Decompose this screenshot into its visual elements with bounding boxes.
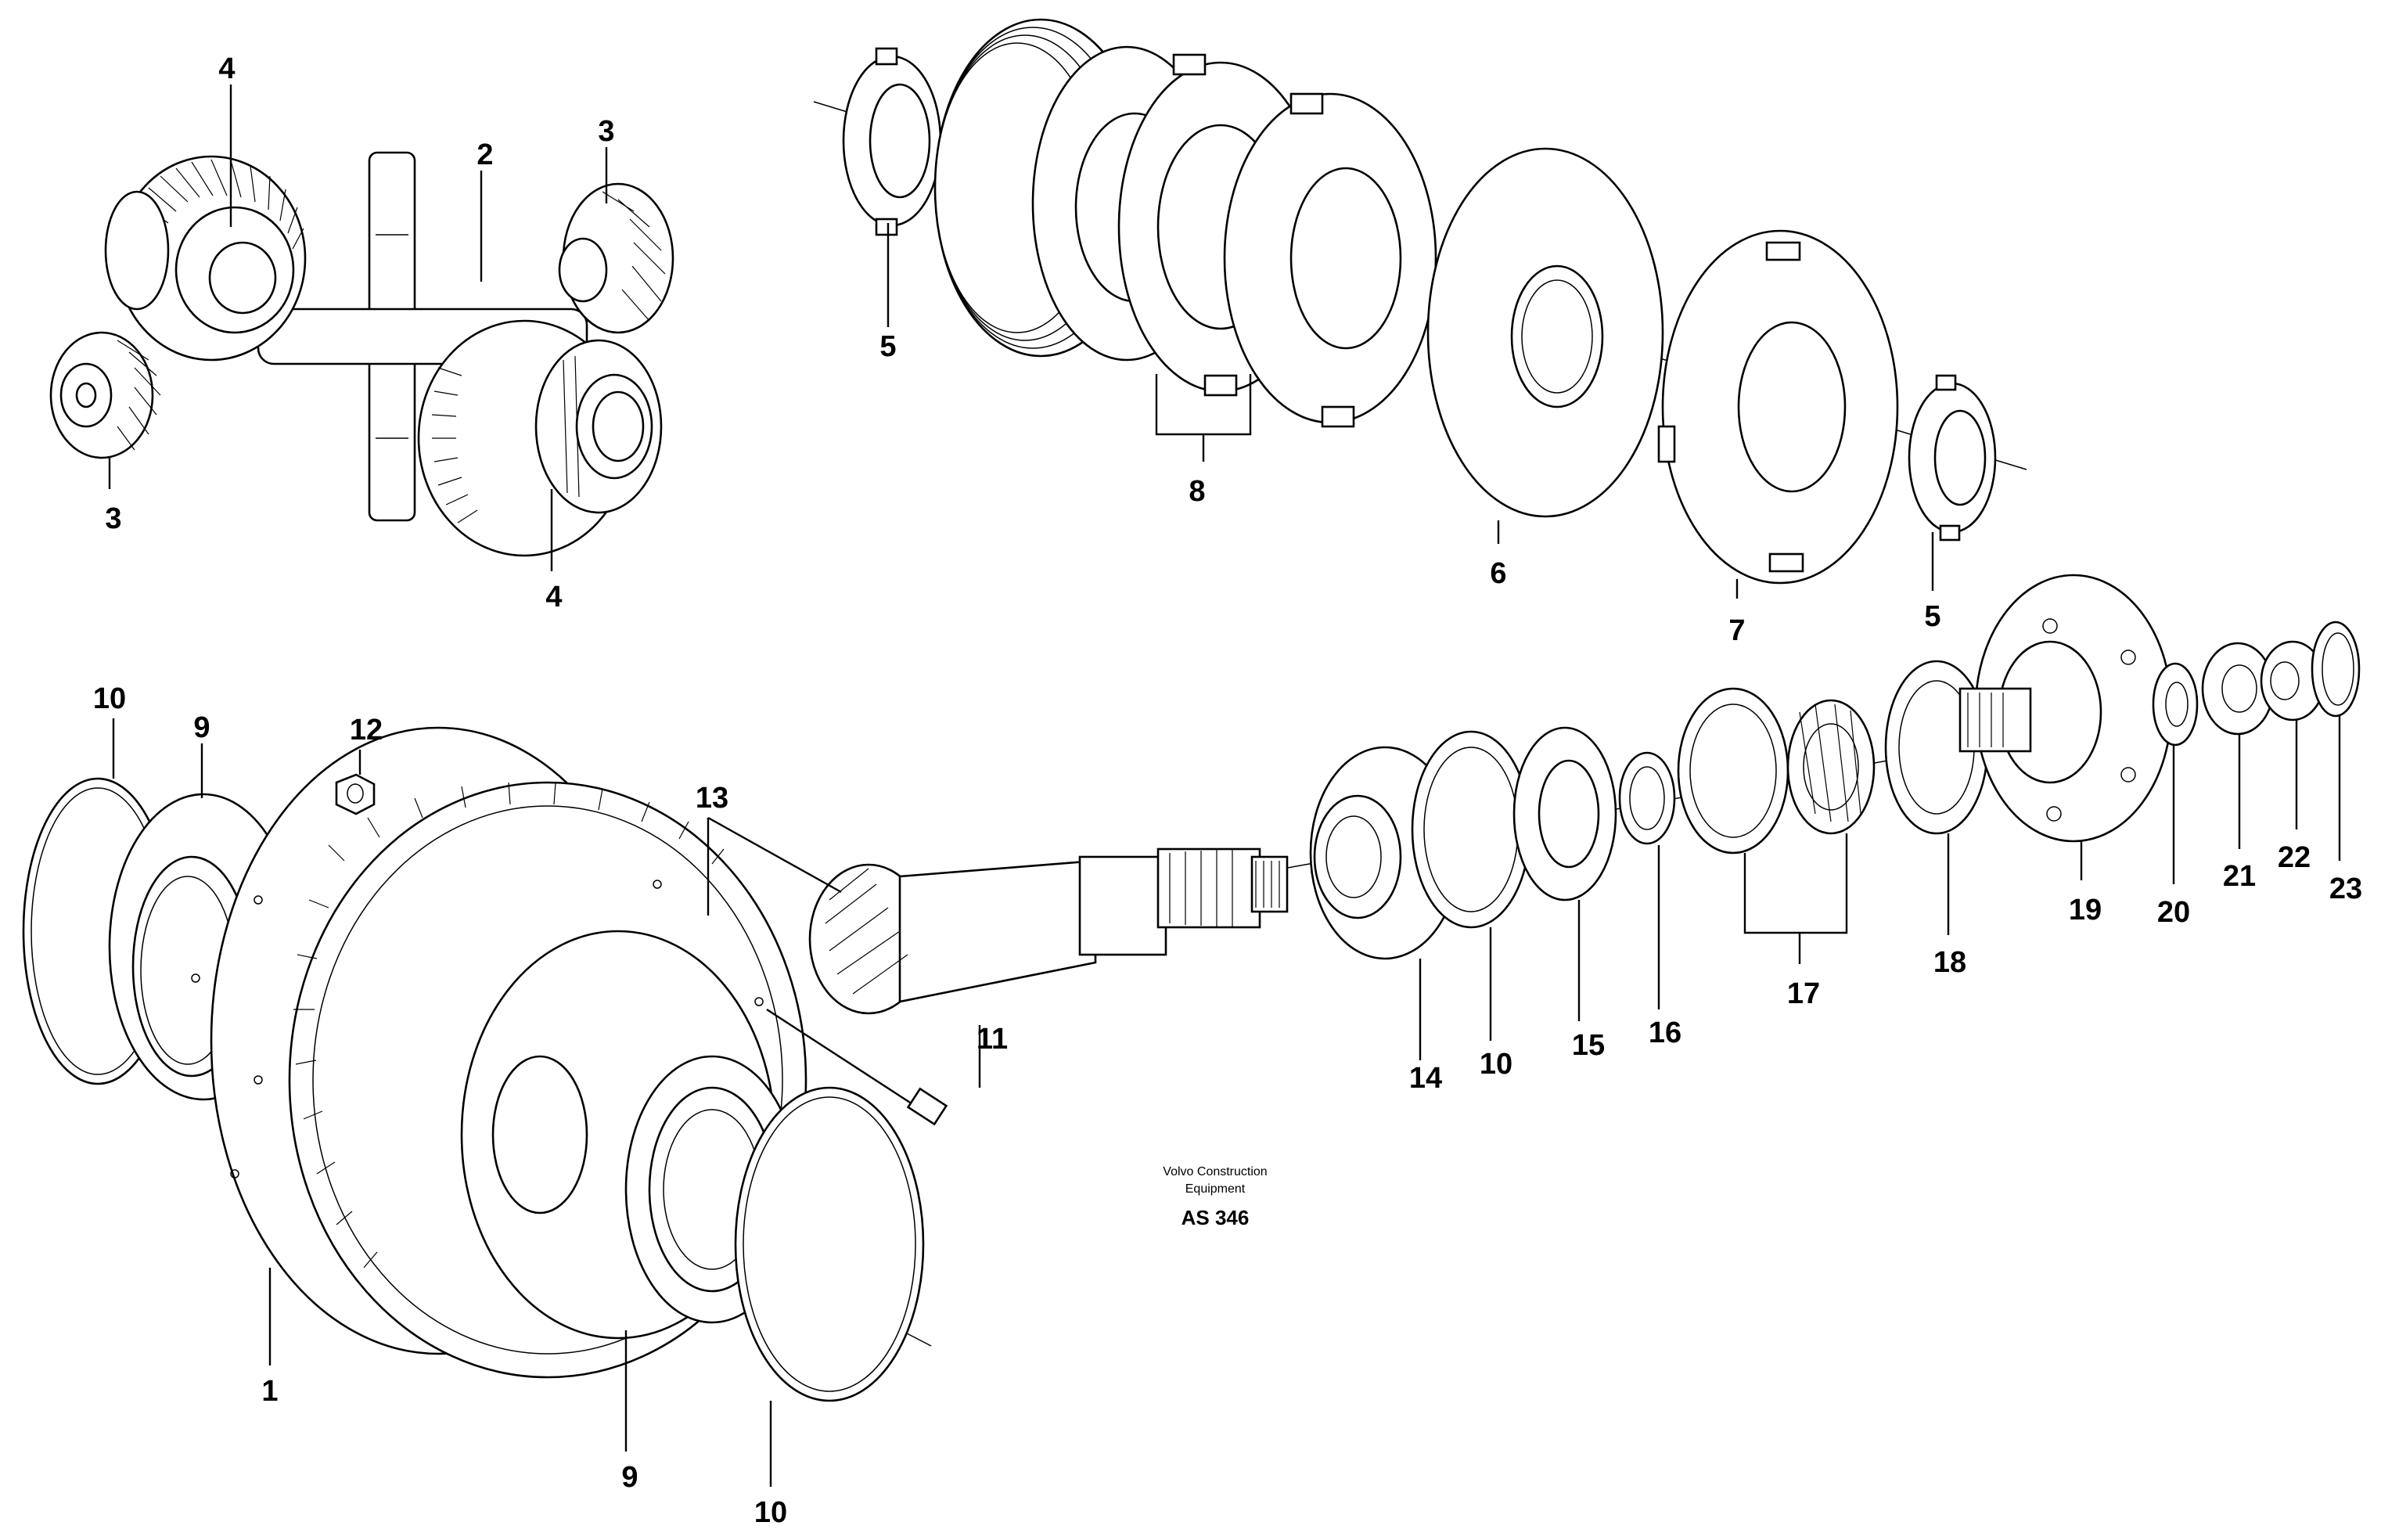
leader-lines <box>108 85 2341 1487</box>
callout-18: 18 <box>1933 946 1966 979</box>
callout-22: 22 <box>2278 841 2311 874</box>
callout-10-bottom: 10 <box>754 1496 787 1529</box>
callout-4-top: 4 <box>218 52 235 85</box>
differential-gear-group <box>49 151 674 557</box>
callout-15: 15 <box>1572 1029 1605 1062</box>
callout-17: 17 <box>1787 977 1820 1010</box>
caption-line-2: Equipment <box>1185 1182 1246 1196</box>
callout-10-middle: 10 <box>1480 1048 1512 1081</box>
callout-8: 8 <box>1189 475 1205 508</box>
part-10-shim-ring-right <box>734 1086 925 1402</box>
part-13-drive-pinion <box>808 847 1289 1015</box>
part-1-differential-carrier <box>191 726 807 1379</box>
crown-wheel-group <box>22 726 948 1402</box>
callout-14: 14 <box>1409 1062 1442 1095</box>
callout-12: 12 <box>350 714 383 747</box>
part-20-washer <box>2152 662 2199 747</box>
part-10-bearing-cup <box>1411 730 1531 929</box>
pinion-shaft-group <box>808 574 2361 1015</box>
part-23-retaining-ring <box>2311 621 2361 718</box>
part-17-bearing-set <box>1677 687 1876 855</box>
part-4-side-gear-upper <box>104 155 307 362</box>
callout-11: 11 <box>976 1023 1008 1056</box>
callout-labels: 4 2 3 3 4 5 8 6 7 5 10 9 12 13 11 14 10 … <box>93 52 2362 1529</box>
part-7-steel-plate <box>1657 229 1899 585</box>
part-22-nut <box>2260 640 2325 721</box>
callout-16: 16 <box>1649 1016 1681 1049</box>
part-3-pinion-left <box>49 331 161 459</box>
callout-3-left: 3 <box>105 502 121 535</box>
callout-20: 20 <box>2157 896 2190 929</box>
manufacturer-caption: Volvo Construction Equipment AS 346 <box>1163 1165 1267 1229</box>
part-19-companion-flange <box>1958 574 2173 843</box>
part-8-clutch-discs <box>1117 53 1437 428</box>
part-6-friction-disc <box>1426 147 1664 518</box>
part-12-nut <box>335 773 376 815</box>
callout-6: 6 <box>1490 557 1506 590</box>
callout-5-left: 5 <box>879 330 896 363</box>
callout-10-left: 10 <box>93 682 126 715</box>
part-3-pinion-right <box>558 182 674 334</box>
part-5-thrust-washer-left <box>842 47 942 236</box>
callout-5-right: 5 <box>1924 600 1940 633</box>
callout-2: 2 <box>477 139 493 171</box>
part-5-thrust-washer-right <box>1908 374 1997 542</box>
caption-code: AS 346 <box>1182 1206 1250 1229</box>
callout-13: 13 <box>696 782 728 815</box>
part-15-spacer <box>1512 726 1617 901</box>
part-16-shim <box>1618 751 1676 845</box>
callout-1: 1 <box>261 1375 278 1408</box>
callout-23: 23 <box>2329 873 2362 905</box>
part-4-side-gear-lower <box>417 319 663 557</box>
callout-7: 7 <box>1728 614 1745 647</box>
callout-4-bottom: 4 <box>545 581 562 613</box>
clutch-pack-group <box>813 18 2027 585</box>
callout-19: 19 <box>2069 894 2102 927</box>
callout-9-left: 9 <box>193 711 210 744</box>
part-11-bolt <box>766 1008 948 1126</box>
callout-21: 21 <box>2223 860 2256 893</box>
caption-line-1: Volvo Construction <box>1163 1165 1267 1178</box>
callout-9-bottom: 9 <box>621 1461 638 1494</box>
callout-3-right: 3 <box>598 115 614 148</box>
